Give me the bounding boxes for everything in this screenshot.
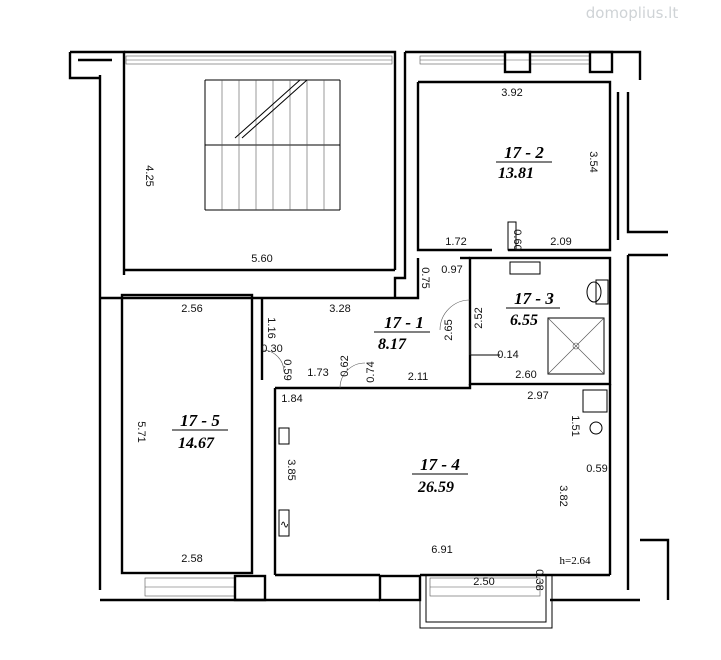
dim-r2-bottom-left: 1.72 — [445, 236, 466, 248]
windows — [125, 50, 614, 602]
dim-r4-corner: 0.38 — [533, 569, 545, 590]
stove-icon: ∿ — [280, 519, 289, 531]
room-id: 17 - 4 — [420, 455, 460, 474]
dim-r1-top: 3.28 — [329, 303, 350, 315]
room-area: 8.17 — [378, 336, 407, 353]
dim-r1-i: 2.11 — [408, 371, 429, 383]
walls — [68, 50, 670, 629]
ceiling-height: h=2.64 — [560, 555, 591, 567]
bathroom-fixtures: ∿ — [278, 221, 609, 537]
dim-stair-width: 5.60 — [251, 253, 272, 265]
dim-r4-right: 3.82 — [557, 485, 569, 506]
room-id: 17 - 1 — [384, 313, 424, 332]
dim-r3-small: 0.14 — [497, 349, 518, 361]
dim-r2-right: 3.54 — [587, 151, 599, 172]
room-id: 17 - 3 — [514, 289, 554, 308]
dim-r1-c: 1.16 — [265, 317, 277, 338]
dim-r2-bottom-right: 2.09 — [550, 236, 571, 248]
dim-r5-top: 2.56 — [181, 303, 202, 315]
room-area: 26.59 — [417, 479, 454, 496]
staircase — [204, 79, 341, 211]
dim-r4-small: 0.59 — [586, 463, 607, 475]
room-area: 6.55 — [510, 312, 538, 329]
dim-stair-depth: 4.25 — [143, 165, 155, 186]
room-area: 13.81 — [498, 165, 534, 182]
room-id: 17 - 5 — [180, 411, 220, 430]
dim-r4-bottom: 6.91 — [431, 544, 452, 556]
doors — [261, 299, 500, 389]
dim-r1-d: 0.30 — [261, 343, 282, 355]
dim-r1-e: 0.59 — [281, 359, 293, 380]
dim-r1-right: 2.65 — [443, 319, 455, 340]
dim-r5-side: 5.71 — [135, 421, 147, 442]
dim-r2-notch: 0.60 — [511, 229, 523, 250]
room-labels: 17 - 2 13.81 17 - 1 8.17 17 - 3 6.55 17 … — [172, 143, 560, 496]
dim-r4-recess: 1.51 — [569, 415, 581, 436]
dim-r4-top-right: 2.97 — [527, 390, 548, 402]
dim-r5-bottom: 2.58 — [181, 553, 202, 565]
dim-r1-f: 1.73 — [307, 367, 328, 379]
dim-r4-left: 3.85 — [285, 459, 297, 480]
dim-r1-h: 0.74 — [365, 361, 377, 382]
dimension-labels: 4.25 5.60 3.92 3.54 1.72 0.60 2.09 0.97 … — [135, 87, 608, 591]
room-id: 17 - 2 — [504, 143, 544, 162]
dim-r1-b: 0.75 — [419, 267, 431, 288]
dim-r3-bottom: 2.60 — [515, 369, 536, 381]
dim-r1-g: 0.62 — [339, 355, 351, 376]
dim-r2-top: 3.92 — [501, 87, 522, 99]
watermark: domoplius.lt — [586, 4, 679, 22]
room-area: 14.67 — [178, 435, 215, 452]
dim-r4-window: 2.50 — [473, 576, 494, 588]
dim-r3-left: 2.52 — [473, 307, 485, 328]
dim-r4-top-left: 1.84 — [281, 393, 302, 405]
dim-r1-a: 0.97 — [441, 264, 462, 276]
